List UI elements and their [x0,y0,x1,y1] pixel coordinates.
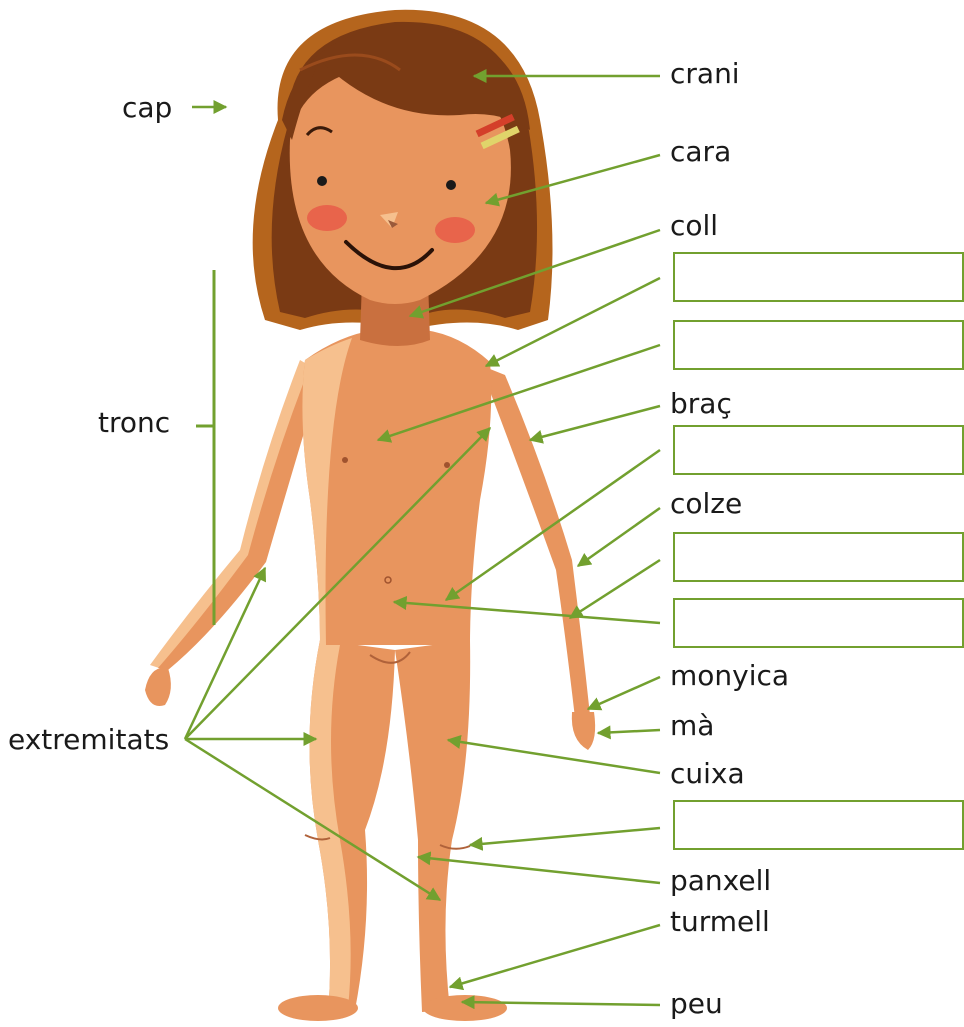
label-turmell: turmell [670,908,770,936]
left-foot [278,995,358,1021]
left-arm [150,360,320,670]
left-eye [317,176,327,186]
label-peu: peu [670,990,723,1018]
answer-box-4[interactable] [673,532,964,582]
label-monyica: monyica [670,662,789,690]
left-hand [145,668,171,706]
answer-box-3[interactable] [673,425,964,475]
answer-box-2[interactable] [673,320,964,370]
label-coll: coll [670,212,718,240]
label-tronc: tronc [98,409,170,437]
label-cuixa: cuixa [670,760,745,788]
right-hand [572,712,595,750]
label-brac: braç [670,390,732,418]
label-crani: crani [670,60,740,88]
answer-box-6[interactable] [673,800,964,850]
answer-box-5[interactable] [673,598,964,648]
right-leg [395,640,470,1012]
label-ma: mà [670,712,714,740]
label-colze: colze [670,490,742,518]
label-panxell: panxell [670,867,771,895]
right-foot [423,995,507,1021]
answer-box-1[interactable] [673,252,964,302]
label-cara: cara [670,138,731,166]
label-cap: cap [122,94,172,122]
label-extremitats: extremitats [8,726,169,754]
right-eye [446,180,456,190]
right-arm [480,365,590,718]
